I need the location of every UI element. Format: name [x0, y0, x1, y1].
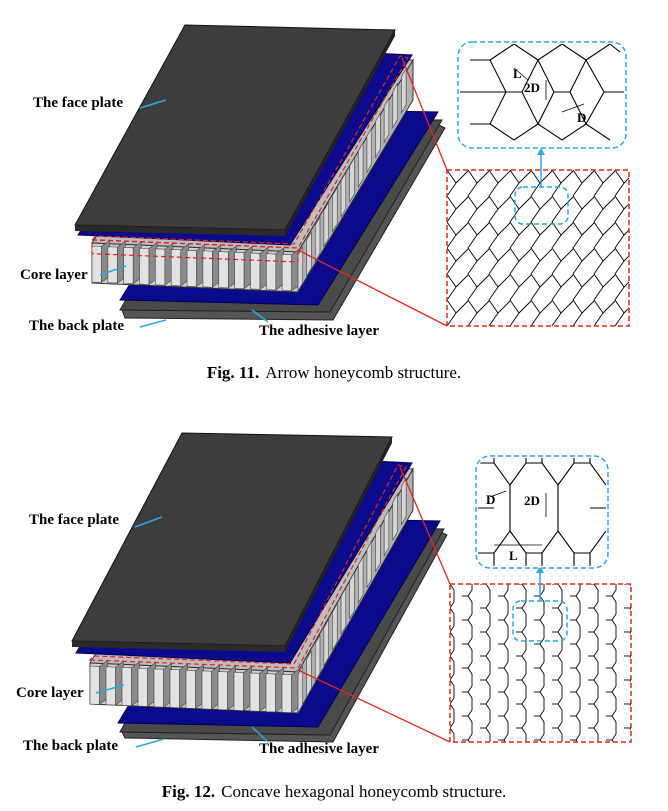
face-plate-edge	[75, 225, 285, 236]
back-plate-label: The back plate	[29, 318, 125, 334]
fig11-drawing	[74, 24, 630, 328]
adhesive-layer-label: The adhesive layer	[259, 741, 379, 757]
zoom-line-top	[399, 466, 451, 585]
figure-11: The face plate Core layer The back plate…	[0, 0, 668, 400]
detail-cell-lines	[478, 458, 606, 566]
zoomed-core-pattern	[449, 583, 632, 743]
L-dimension-line	[513, 67, 529, 81]
unit-cell-detail	[457, 41, 627, 149]
D-dimension-label: D	[577, 110, 587, 125]
adhesive-layer-label: The adhesive layer	[259, 323, 379, 339]
caption-text: Concave hexagonal honeycomb structure.	[221, 782, 507, 801]
detail-arrow-head	[537, 148, 545, 155]
core-layer-leader	[95, 684, 125, 694]
D-dimension-label: D	[486, 492, 496, 507]
face-plate-side-edge	[285, 437, 392, 652]
back-plate-label: The back plate	[23, 738, 119, 754]
back-plate-leader	[139, 319, 167, 328]
detail-cell-lines	[460, 44, 624, 141]
core-layer-label: Core layer	[16, 685, 84, 701]
fig12-drawing	[71, 432, 632, 748]
adhesive-leader	[251, 309, 269, 323]
back-plate-leader	[135, 738, 165, 748]
face-plate-leader	[134, 516, 163, 528]
face-plate-label: The face plate	[33, 95, 123, 111]
core-highlight-box	[88, 464, 407, 669]
unit-cell-detail	[475, 455, 609, 569]
zoom-line-bottom	[297, 669, 451, 743]
core-side-cells	[297, 477, 407, 714]
core-layer-leader	[99, 265, 127, 276]
caption-number: Fig. 12.	[161, 782, 216, 801]
core-highlight-front	[91, 239, 299, 263]
D-dimension-line	[561, 103, 585, 113]
core-side-cells	[297, 67, 407, 293]
adhesive-leader	[251, 726, 269, 743]
caption-number: Fig. 11.	[206, 363, 260, 382]
detail-box	[457, 41, 627, 149]
face-plate-side-edge	[285, 30, 395, 236]
zoom-box	[446, 169, 630, 327]
face-plate-label: The face plate	[29, 512, 119, 528]
figure-caption: Fig. 12. Concave hexagonal honeycomb stru…	[0, 782, 668, 802]
detail-arrow-head	[536, 566, 544, 573]
core-front-cells	[91, 239, 300, 292]
face-plate-edge	[72, 641, 285, 652]
figure-12: The face plate Core layer The back plate…	[0, 405, 668, 811]
figure-caption: Fig. 11. Arrow honeycomb structure.	[0, 363, 668, 383]
L-dimension-label: L	[513, 66, 522, 81]
2D-dimension-label: 2D	[524, 80, 540, 95]
core-highlight-box	[90, 55, 409, 249]
fig12-sandwich-panel	[71, 432, 448, 743]
zoom-line-bottom	[297, 249, 448, 327]
D-dimension-line	[489, 490, 507, 498]
caption-text: Arrow honeycomb structure.	[265, 363, 462, 382]
zoom-line-top	[401, 57, 448, 171]
zoomed-core-pattern	[446, 169, 630, 327]
core-layer-label: Core layer	[20, 267, 88, 283]
2D-dimension-label: 2D	[524, 493, 540, 508]
L-dimension-label: L	[509, 548, 518, 563]
core-front-cells	[89, 659, 300, 714]
face-plate-leader	[139, 99, 167, 109]
fig11-sandwich-panel	[74, 24, 446, 321]
